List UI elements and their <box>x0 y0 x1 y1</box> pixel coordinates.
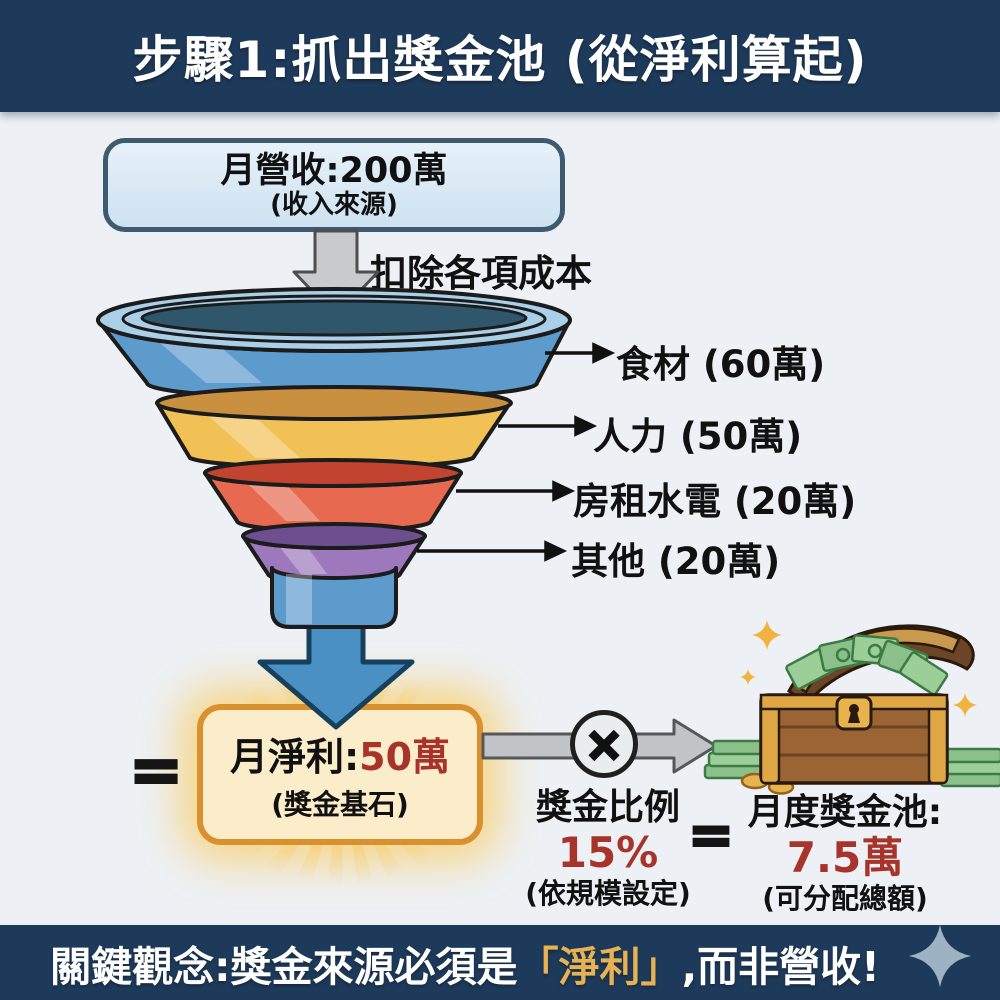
connector-down-arrow-icon <box>292 229 380 318</box>
funnel-layer-other <box>241 522 427 585</box>
callout-lines <box>417 342 616 562</box>
callout-line-other <box>417 540 568 562</box>
sparkle-icon <box>740 669 756 685</box>
net-profit-subtitle: (獎金基石) <box>271 788 409 821</box>
funnel-layer-food <box>96 287 572 401</box>
equals-sign-right: = <box>687 802 735 868</box>
revenue-box: 月營收:200萬 (收入來源) <box>103 138 565 232</box>
multiply-circle-icon: × <box>570 710 638 778</box>
cost-label-other: 其他 (20萬) <box>571 540 781 583</box>
bonus-pool-title: 月度獎金池: <box>747 792 943 833</box>
funnel-layer-rent <box>203 458 463 533</box>
multiply-sign: × <box>583 717 625 771</box>
bonus-pool-subtitle: (可分配總額) <box>762 882 928 916</box>
equals-sign-left: = <box>128 733 185 810</box>
page-title: 步驟1:抓出獎金池 (從淨利算起) <box>132 31 868 89</box>
callout-line-rent <box>456 480 576 502</box>
sparkle-icon <box>752 620 782 650</box>
key-concept-highlight: 「淨利」 <box>517 942 682 991</box>
revenue-title: 月營收:200萬 <box>220 150 448 191</box>
banner-bottom: 關鍵觀念:獎金來源必須是「淨利」,而非營收! <box>0 924 1000 1000</box>
callout-line-food <box>545 342 616 364</box>
treasure-chest-icon <box>703 620 1000 795</box>
cash-bills <box>785 634 949 696</box>
banner-top: 步驟1:抓出獎金池 (從淨利算起) <box>0 0 1000 112</box>
bonus-pool-block: 月度獎金池: 7.5萬 (可分配總額) <box>748 791 942 916</box>
bonus-ratio-title: 獎金比例 <box>535 787 681 828</box>
callout-line-labor <box>498 415 598 437</box>
net-profit-line: 月淨利:50萬 <box>230 726 450 781</box>
cost-label-labor: 人力 (50萬) <box>593 415 803 458</box>
net-profit-label: 月淨利: <box>229 735 360 779</box>
chest-body <box>759 693 949 785</box>
revenue-subtitle: (收入來源) <box>270 189 398 220</box>
bonus-ratio-subtitle: (依規模設定) <box>525 877 691 911</box>
bonus-ratio-block: 獎金比例 15% (依規模設定) <box>525 786 691 911</box>
deduct-costs-label: 扣除各項成本 <box>370 252 592 295</box>
bonus-ratio-value: 15% <box>557 828 659 878</box>
key-concept-text: 關鍵觀念:獎金來源必須是「淨利」,而非營收! <box>50 933 950 993</box>
sparkle-icon <box>953 693 977 717</box>
funnel-layer-labor <box>155 385 513 470</box>
sparkle-icon <box>908 924 972 988</box>
cost-label-rent: 房租水電 (20萬) <box>573 480 857 523</box>
net-profit-box: 月淨利:50萬 (獎金基石) <box>197 704 483 845</box>
bonus-pool-value: 7.5萬 <box>786 833 904 883</box>
cost-label-food: 食材 (60萬) <box>616 343 826 386</box>
net-profit-value: 50萬 <box>359 735 451 779</box>
key-concept-suffix: ,而非營收! <box>681 942 880 991</box>
money-stack-right <box>939 747 1000 788</box>
key-concept-prefix: 關鍵觀念:獎金來源必須是 <box>50 942 518 991</box>
funnel-stem <box>270 566 398 629</box>
